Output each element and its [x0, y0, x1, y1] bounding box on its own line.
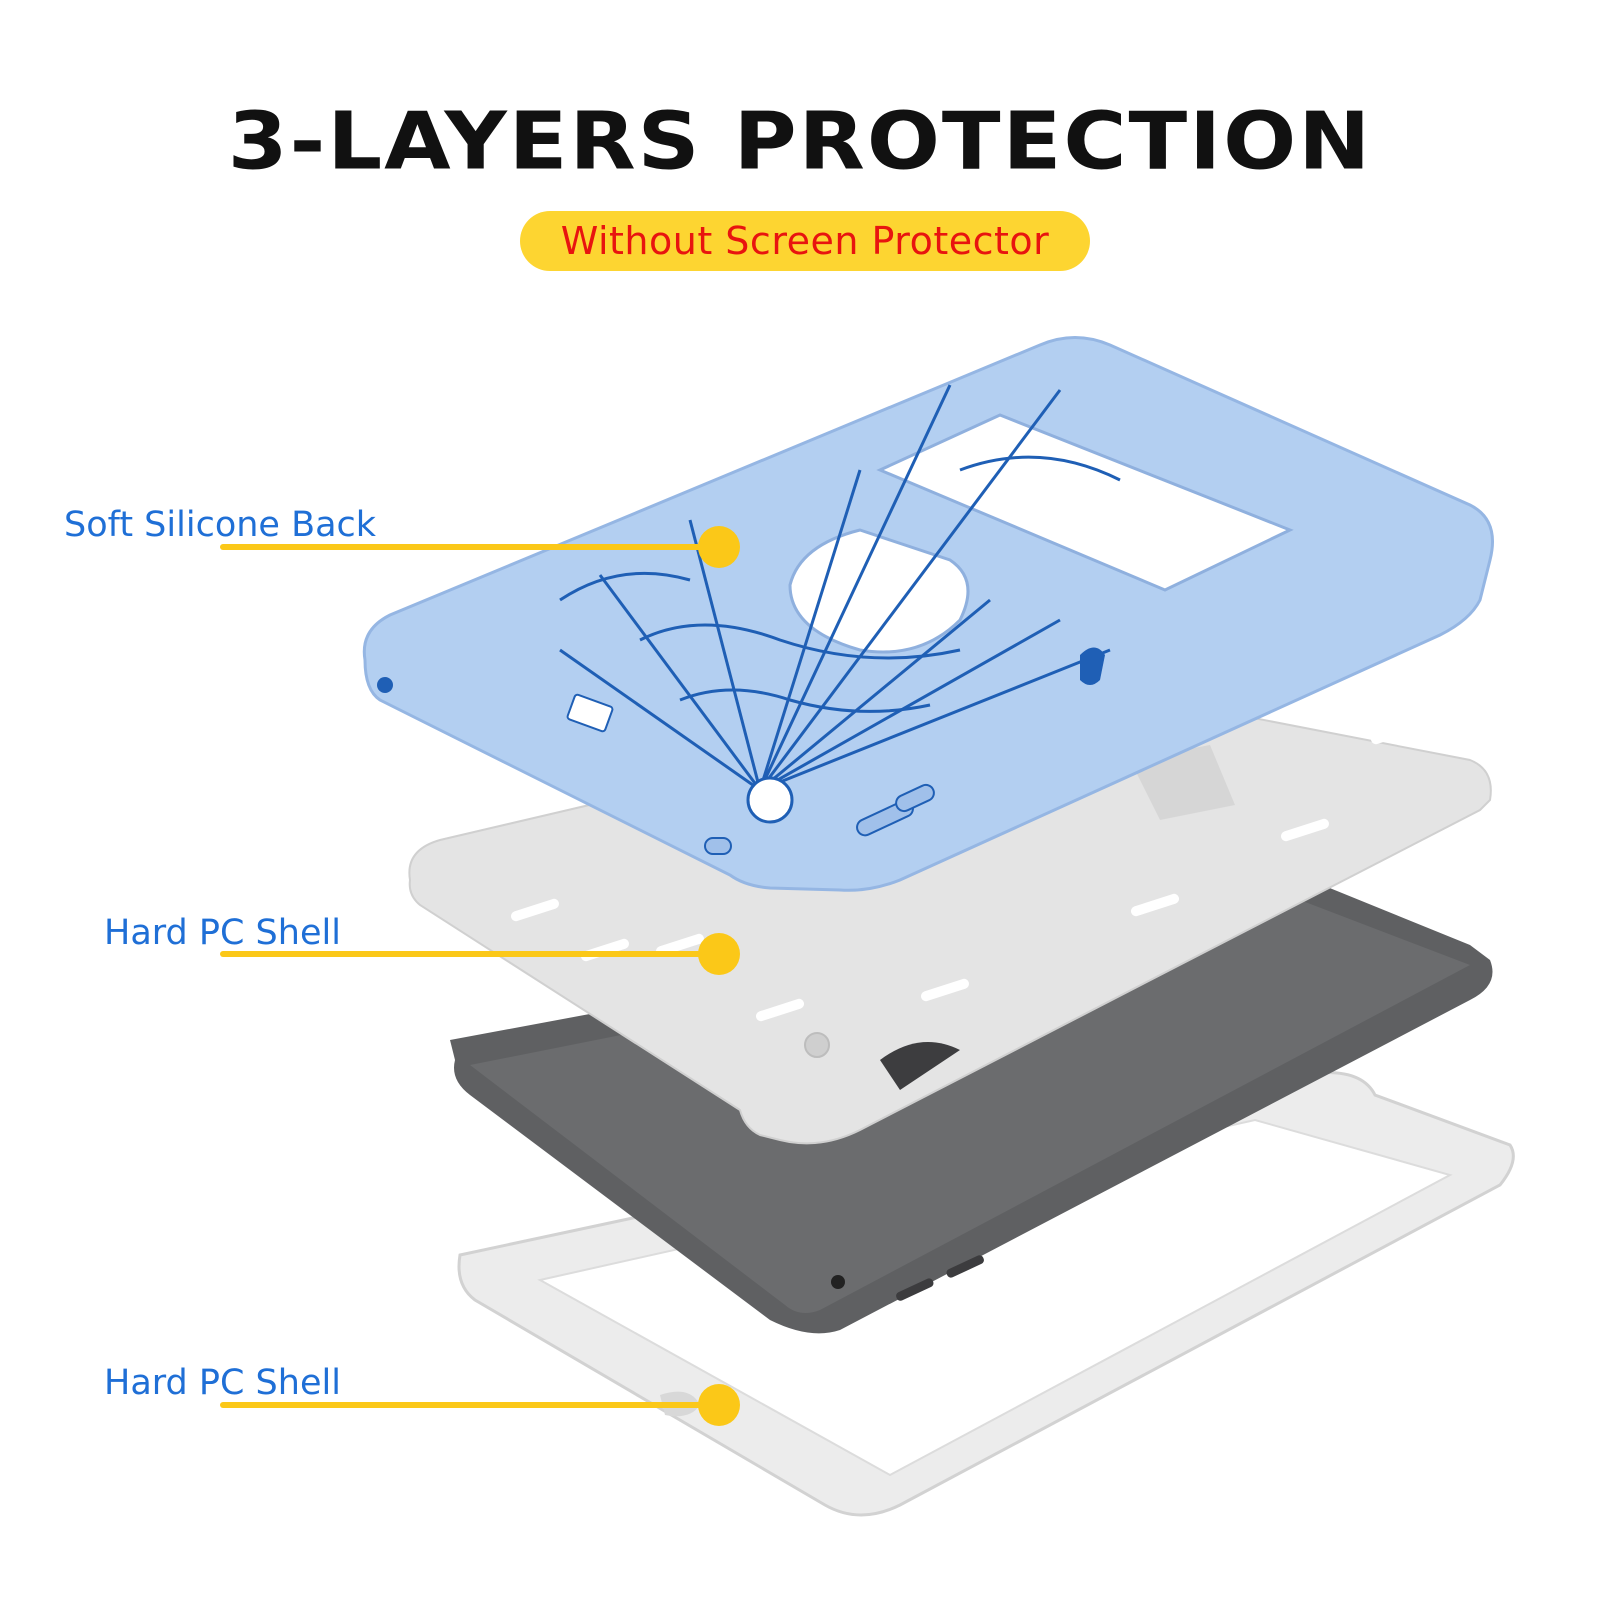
silicone-back-layer [362, 336, 1494, 892]
camera-icon [831, 1275, 845, 1289]
callout-label-hard-pc-shell-front: Hard PC Shell [104, 1363, 341, 1403]
feature-badge-text: Without Screen Protector [560, 219, 1050, 263]
logo-cutout [788, 528, 970, 654]
callout-label-hard-pc-shell-middle: Hard PC Shell [104, 913, 341, 953]
callout-dot-2 [698, 933, 740, 975]
feature-badge: Without Screen Protector [520, 211, 1090, 271]
camera-hole-icon [746, 776, 794, 824]
callout-dot-3 [698, 1384, 740, 1426]
page-title: 3-LAYERS PROTECTION [227, 96, 1373, 188]
callout-label-soft-silicone-back: Soft Silicone Back [64, 505, 377, 545]
callout-leader-3 [220, 1402, 715, 1408]
callout-dot-1 [698, 526, 740, 568]
callout-leader-1 [220, 544, 715, 550]
callout-leader-2 [220, 951, 715, 957]
back-window-cutout [876, 413, 1294, 592]
